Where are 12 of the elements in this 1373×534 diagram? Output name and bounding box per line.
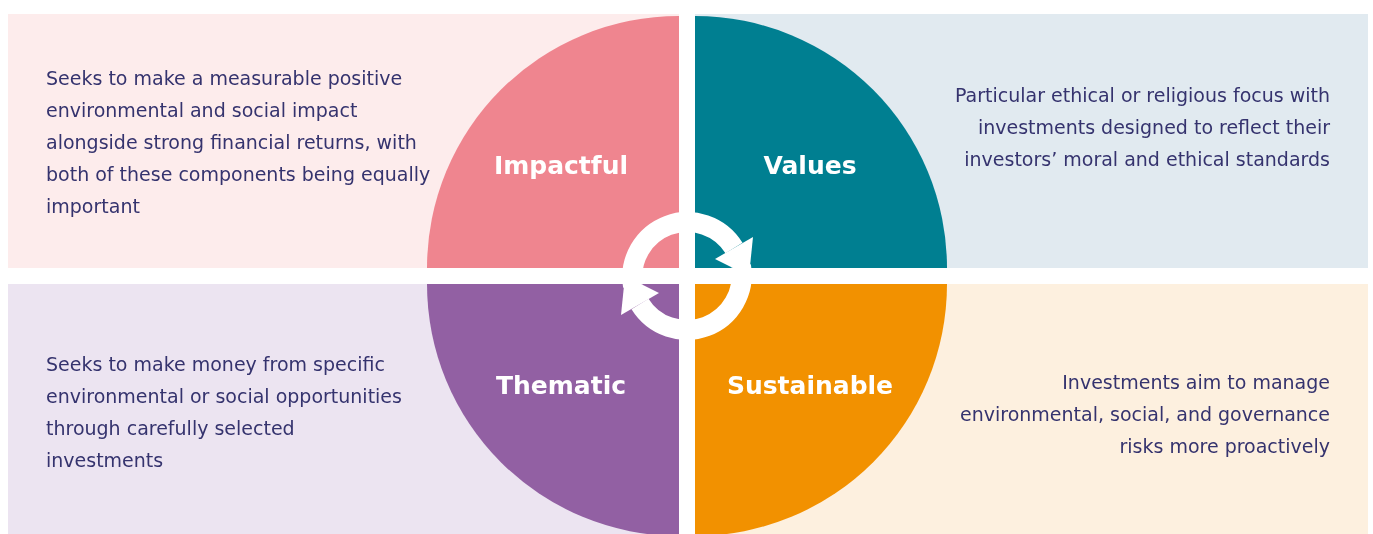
description-text: Investments aim to manage environmental, social, and governance risks more proactively — [959, 370, 1330, 459]
quadrant-title: Thematic — [495, 370, 627, 400]
quadrant-panel — [8, 284, 679, 534]
description-text: Seeks to make money from specific environmental or social opportunities through carefully selected investments — [46, 352, 403, 473]
quadrant-panel — [695, 284, 1368, 534]
quadrant-title: Values — [763, 150, 857, 180]
quadrant-panel — [8, 14, 679, 268]
description-text: Seeks to make a measurable positive environmental and social impact alongside strong financial returns, with both of these components being equally important — [46, 66, 432, 219]
description-text: Particular ethical or religious focus with investments designed to reflect their investors’ moral and ethical standards — [953, 83, 1330, 172]
quadrant-title: Sustainable — [726, 370, 894, 400]
quadrant-title: Impactful — [493, 150, 629, 180]
quadrant-panel — [695, 14, 1368, 268]
